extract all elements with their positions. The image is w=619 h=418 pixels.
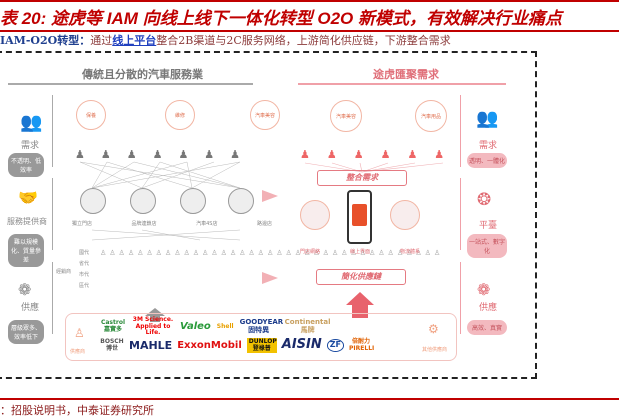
right-label-demand: 需求 xyxy=(478,141,497,151)
other-supplier-label: 其他供應商 xyxy=(422,347,448,353)
atom-icon: ❁ xyxy=(18,280,32,299)
provider-labels: 獨立門店品牌連鎖店汽車4S店路邊店 xyxy=(72,221,272,227)
handshake-icon: 🤝 xyxy=(18,188,38,207)
source-note: ：招股说明书，中泰证券研究所 xyxy=(0,404,154,417)
logistics-circle xyxy=(390,200,420,230)
simplify-supply-box: 簡化供應鏈 xyxy=(316,269,406,285)
brand-mahle: MAHLE xyxy=(129,338,173,352)
right-pill-supply: 高效、真實 xyxy=(467,320,507,335)
right-pill-demand: 透明、一體化 xyxy=(467,153,507,168)
provider-circle xyxy=(228,188,254,214)
brand-3m: 3M Science. Applied to Life. xyxy=(132,316,174,337)
supplier-brands-box: ♙ 供應商 Castrol 嘉實多 3M Science. Applied to… xyxy=(65,313,457,361)
gear-icon: ⚙ xyxy=(428,322,439,336)
left-header-rule xyxy=(8,83,253,85)
platform-labels: 門店網絡線上界面物流體系 xyxy=(300,249,420,255)
left-label-provider: 服務提供商 xyxy=(7,217,47,226)
brand-aisin: AISIN xyxy=(281,337,322,353)
left-pill-provider: 難以規模化、質量參差 xyxy=(8,234,44,267)
distributor-label: 經銷商 xyxy=(56,269,72,275)
store-network-circle xyxy=(300,200,330,230)
left-divider xyxy=(52,95,53,167)
brand-goodyear: GOODYEAR 固特異 xyxy=(239,318,284,334)
right-divider xyxy=(460,95,461,167)
left-pill-demand: 不透明、低效率 xyxy=(8,153,44,177)
left-label-supply: 供應 xyxy=(20,303,39,313)
right-label-supply: 供應 xyxy=(478,303,497,313)
footer-rule xyxy=(0,398,619,400)
network-icon: ❂ xyxy=(477,190,492,210)
provider-circle xyxy=(80,188,106,214)
service-circle: 維修 xyxy=(165,100,195,130)
service-circle: 汽車美容 xyxy=(250,100,280,130)
handshake-people-icon: 👥 xyxy=(20,112,43,133)
subtitle-lead: IAM-O2O转型： xyxy=(0,34,91,47)
figure-frame xyxy=(0,51,537,379)
right-label-platform: 平臺 xyxy=(478,221,497,231)
distributor-tree-icons: ♙♙♙♙♙♙♙♙♙♙♙♙♙♙♙♙♙♙♙♙♙♙♙♙♙♙♙♙♙♙♙♙♙♙♙♙♙ xyxy=(100,249,444,257)
brand-castrol: Castrol 嘉實多 xyxy=(100,319,126,333)
right-divider xyxy=(460,262,461,334)
left-label-demand: 需求 xyxy=(20,141,39,151)
customer-icons: ♟♟♟♟♟♟♟ xyxy=(75,148,257,161)
left-divider xyxy=(52,178,53,250)
brand-valeo: Valeo xyxy=(180,321,211,333)
supplier-label: 供應商 xyxy=(70,349,86,355)
tier-labels: 國代省代市代區代 xyxy=(78,250,89,289)
subtitle-link[interactable]: 线上平台 xyxy=(112,34,157,47)
right-pill-platform: 一站式、數字化 xyxy=(467,234,507,258)
supplier-icon: ♙ xyxy=(74,326,85,340)
service-circle: 汽車用品 xyxy=(415,100,447,132)
brand-dunlop: DUNLOP 登祿普 xyxy=(246,338,277,354)
provider-circle xyxy=(180,188,206,214)
atom-icon: ❁ xyxy=(477,280,491,299)
brand-exxonmobil: ExxonMobil xyxy=(177,340,242,352)
subtitle-pre: 通过 xyxy=(90,34,113,47)
left-divider xyxy=(52,262,53,334)
brand-continental: Continental 馬牌 xyxy=(284,318,331,334)
customer-icons: ♟♟♟♟♟♟ xyxy=(300,148,462,161)
right-divider xyxy=(460,178,461,250)
brands-row-2: BOSCH 博世 MAHLE ExxonMobil DUNLOP 登祿普 AIS… xyxy=(100,337,375,354)
brand-bosch: BOSCH 博世 xyxy=(100,338,124,352)
left-pill-supply: 層級眾多、效率低下 xyxy=(8,320,44,344)
right-header-rule xyxy=(298,83,506,85)
service-circle: 保養 xyxy=(76,100,106,130)
service-circle: 汽車美容 xyxy=(330,100,362,132)
left-header: 傳統且分散的汽車服務業 xyxy=(82,68,203,81)
right-header: 途虎匯聚需求 xyxy=(373,68,439,81)
phone-icon xyxy=(347,190,372,244)
title-rule xyxy=(0,30,619,32)
figure-subtitle: IAM-O2O转型：通过线上平台整合2B渠道与2C服务网络，上游简化供应链，下游… xyxy=(0,32,451,48)
figure-title: 表 20: 途虎等 IAM 向线上线下一体化转型 O2O 新模式，有效解决行业痛… xyxy=(0,9,562,28)
brand-zf: ZF xyxy=(326,339,345,352)
integrate-demand-box: 整合需求 xyxy=(317,170,407,186)
top-rule xyxy=(0,0,619,2)
provider-circle xyxy=(130,188,156,214)
brand-shell: Shell xyxy=(216,322,234,330)
people-icon: 👥 xyxy=(476,108,499,129)
brands-row-1: Castrol 嘉實多 3M Science. Applied to Life.… xyxy=(100,316,332,337)
brand-pirelli: 倍耐力 PIRELLI xyxy=(349,338,375,352)
subtitle-post: 整合2B渠道与2C服务网络，上游简化供应链，下游整合需求 xyxy=(156,34,451,47)
